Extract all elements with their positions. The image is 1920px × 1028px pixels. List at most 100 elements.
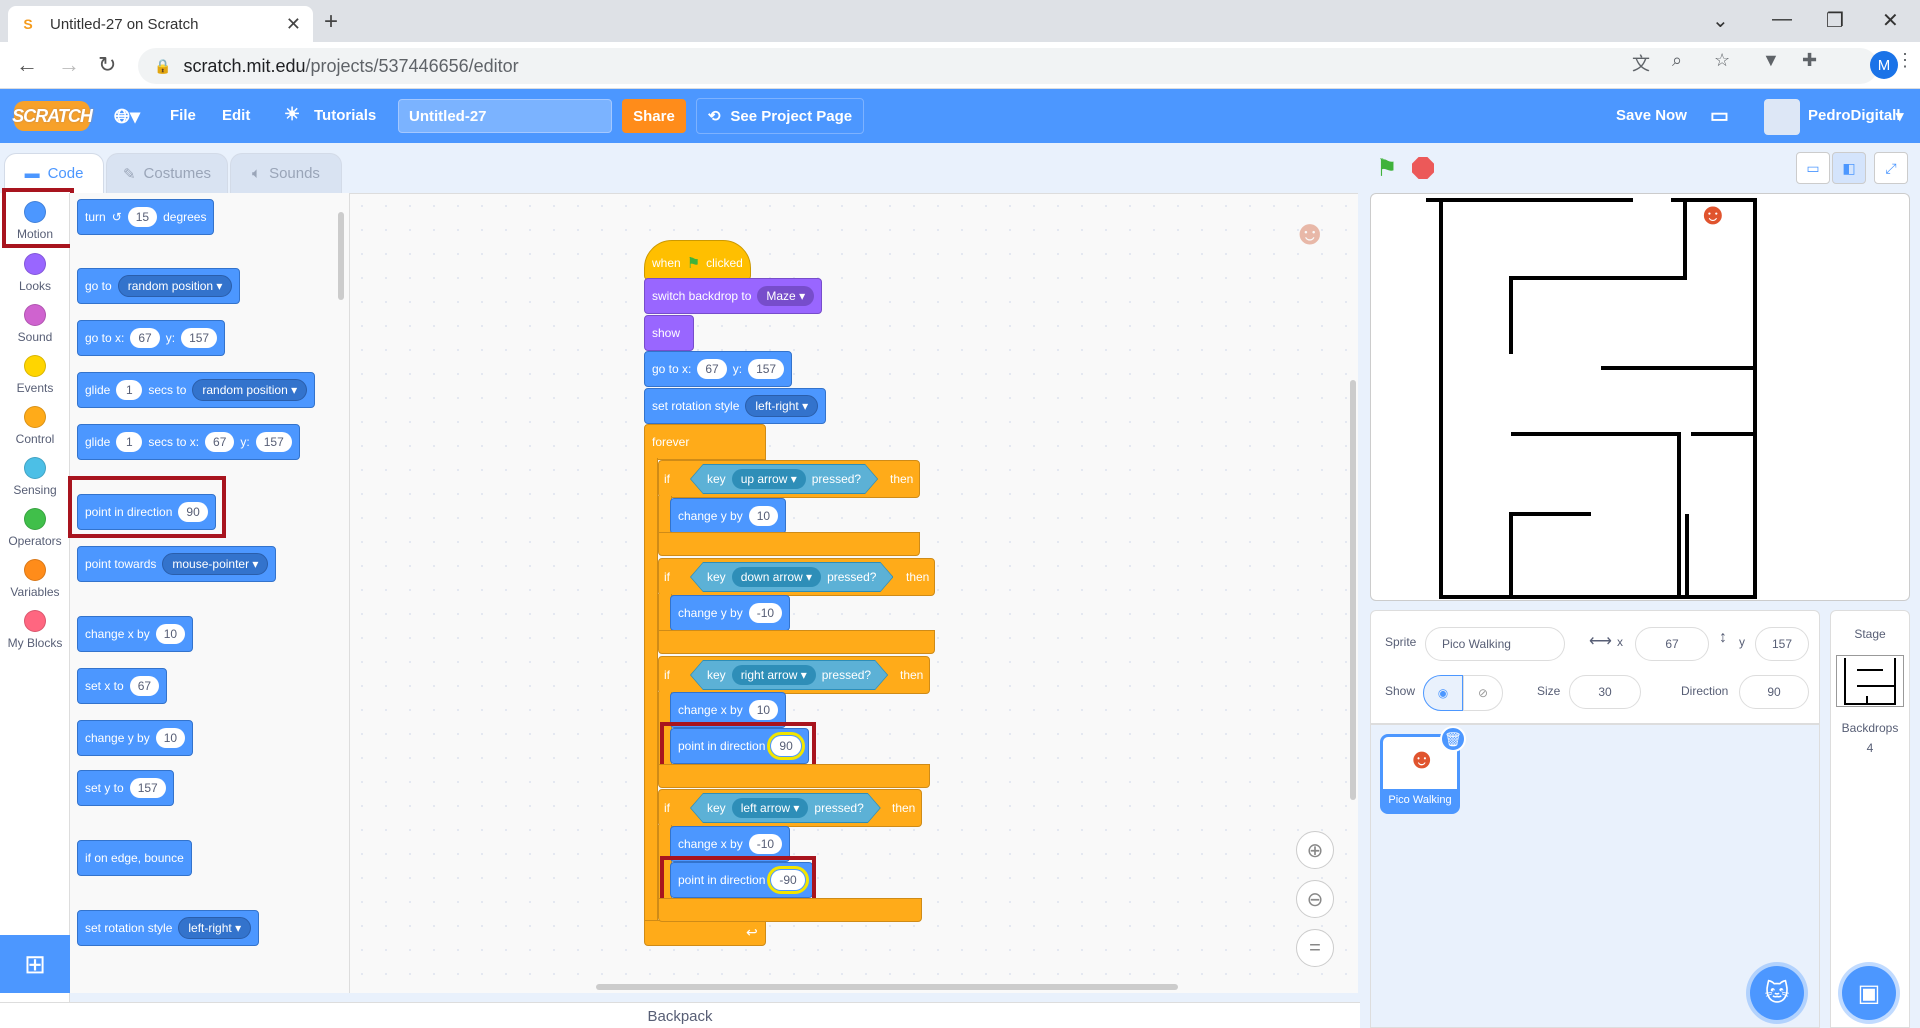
- small-stage-button[interactable]: ▭: [1796, 152, 1830, 184]
- direction-input[interactable]: 90: [767, 732, 805, 760]
- sprite-x-field[interactable]: 67: [1635, 627, 1709, 661]
- save-now-button[interactable]: Save Now: [1616, 107, 1687, 124]
- tab-search-icon[interactable]: ⌄: [1712, 10, 1729, 32]
- window-close-icon[interactable]: ✕: [1882, 10, 1899, 32]
- browser-menu-icon[interactable]: ⋮: [1896, 50, 1914, 70]
- change-y-input[interactable]: -10: [748, 603, 783, 623]
- zoom-icon[interactable]: ⌕: [1672, 50, 1683, 70]
- glide-secs-input[interactable]: 1: [116, 380, 143, 400]
- minimize-icon[interactable]: —: [1772, 8, 1792, 30]
- new-tab-icon[interactable]: +: [324, 8, 339, 35]
- script-go-to-xy-block[interactable]: go to x: 67 y: 157: [644, 351, 793, 387]
- size-field[interactable]: 30: [1569, 675, 1641, 709]
- share-button[interactable]: Share: [622, 99, 686, 133]
- change-y-up-block[interactable]: change y by 10: [670, 498, 787, 534]
- key-pressed-sensing[interactable]: key left arrow ▾ pressed?: [690, 793, 881, 823]
- tutorials-menu[interactable]: Tutorials: [314, 107, 377, 124]
- sprite-tile-pico[interactable]: ☻ Pico Walking: [1380, 734, 1460, 814]
- fullscreen-button[interactable]: ⤢: [1874, 152, 1908, 184]
- tab-code[interactable]: ▬Code: [4, 153, 104, 193]
- stop-sign-icon[interactable]: [1412, 157, 1434, 179]
- go-to-dropdown[interactable]: random position ▾: [117, 275, 233, 297]
- bounce-block[interactable]: if on edge, bounce: [77, 840, 192, 876]
- backpack[interactable]: Backpack: [0, 1002, 1360, 1028]
- extension-icon[interactable]: ▼: [1762, 50, 1780, 70]
- direction-input[interactable]: 90: [178, 502, 208, 522]
- user-avatar[interactable]: [1764, 99, 1800, 135]
- key-dropdown[interactable]: down arrow ▾: [732, 567, 821, 587]
- category-sound[interactable]: Sound: [0, 304, 70, 344]
- set-x-block[interactable]: set x to 67: [77, 668, 168, 704]
- tab-costumes[interactable]: ✎Costumes: [106, 153, 228, 193]
- category-control[interactable]: Control: [0, 406, 70, 446]
- forward-icon[interactable]: →: [58, 52, 80, 77]
- workspace-vertical-scrollbar[interactable]: [1350, 380, 1356, 800]
- stage-canvas[interactable]: ☻: [1370, 193, 1910, 601]
- tab-sounds[interactable]: 🔈︎Sounds: [230, 153, 342, 193]
- key-pressed-sensing[interactable]: key up arrow ▾ pressed?: [690, 464, 878, 494]
- switch-backdrop-block[interactable]: switch backdrop to Maze ▾: [644, 278, 823, 314]
- key-dropdown[interactable]: left arrow ▾: [732, 798, 809, 818]
- y-input[interactable]: 157: [748, 359, 785, 379]
- stage-selector-panel[interactable]: Stage Backdrops 4: [1830, 610, 1910, 1028]
- y-input[interactable]: 157: [181, 328, 218, 348]
- maximize-icon[interactable]: ❐: [1826, 10, 1844, 32]
- rotation-style-dropdown[interactable]: left-right ▾: [178, 917, 252, 939]
- x-input[interactable]: 67: [205, 432, 235, 452]
- zoom-reset-button[interactable]: =: [1296, 929, 1334, 967]
- forever-block[interactable]: [644, 424, 766, 460]
- direction-input[interactable]: -90: [767, 866, 809, 894]
- set-y-input[interactable]: 157: [129, 778, 166, 798]
- go-to-block[interactable]: go to random position ▾: [77, 268, 241, 304]
- key-pressed-sensing[interactable]: key down arrow ▾ pressed?: [690, 562, 893, 592]
- x-input[interactable]: 67: [697, 359, 727, 379]
- change-y-down-block[interactable]: change y by -10: [670, 595, 791, 631]
- point-direction-right-block[interactable]: point in direction 90: [670, 728, 809, 764]
- direction-field[interactable]: 90: [1739, 675, 1809, 709]
- tab-close-icon[interactable]: ✕: [285, 13, 301, 34]
- language-globe-icon[interactable]: 🌐︎▾: [114, 106, 141, 128]
- x-input[interactable]: 67: [130, 328, 160, 348]
- category-operators[interactable]: Operators: [0, 508, 70, 548]
- change-x-block[interactable]: change x by 10: [77, 616, 194, 652]
- change-x-input[interactable]: -10: [748, 834, 783, 854]
- bookmark-star-icon[interactable]: ☆: [1714, 50, 1731, 70]
- set-rotation-style-block[interactable]: set rotation style left-right ▾: [77, 910, 260, 946]
- url-field[interactable]: 🔒 scratch.mit.edu/projects/537446656/edi…: [138, 48, 1878, 84]
- rotation-style-dropdown[interactable]: left-right ▾: [745, 395, 819, 417]
- pico-sprite-icon[interactable]: ☻: [1697, 198, 1729, 231]
- point-towards-block[interactable]: point towards mouse-pointer ▾: [77, 546, 277, 582]
- add-extension-button[interactable]: ⊞: [0, 935, 70, 993]
- username-menu[interactable]: PedroDigitall: [1808, 107, 1901, 124]
- change-x-input[interactable]: 10: [748, 700, 779, 720]
- show-visible-button[interactable]: ◉: [1423, 675, 1463, 711]
- change-y-block[interactable]: change y by 10: [77, 720, 194, 756]
- large-stage-button[interactable]: ◧: [1832, 152, 1866, 184]
- point-direction-left-block[interactable]: point in direction -90: [670, 862, 813, 898]
- when-flag-clicked-block[interactable]: when ⚑ clicked: [644, 240, 751, 280]
- change-x-input[interactable]: 10: [155, 624, 186, 644]
- show-hidden-button[interactable]: ⊘: [1463, 675, 1503, 711]
- set-x-input[interactable]: 67: [129, 676, 160, 696]
- backdrop-dropdown[interactable]: Maze ▾: [757, 286, 815, 306]
- category-events[interactable]: Events: [0, 355, 70, 395]
- zoom-in-button[interactable]: ⊕: [1296, 831, 1334, 869]
- choose-sprite-button[interactable]: 🐱︎: [1750, 966, 1804, 1020]
- project-title-input[interactable]: [398, 99, 612, 133]
- category-motion[interactable]: Motion: [0, 201, 70, 241]
- set-y-block[interactable]: set y to 157: [77, 770, 174, 806]
- puzzle-icon[interactable]: ✚: [1802, 50, 1818, 70]
- glide-target-dropdown[interactable]: random position ▾: [192, 379, 308, 401]
- my-stuff-folder-icon[interactable]: ▭: [1710, 105, 1729, 127]
- category-my-blocks[interactable]: My Blocks: [0, 610, 70, 650]
- key-dropdown[interactable]: up arrow ▾: [732, 469, 806, 489]
- glide-to-xy-block[interactable]: glide 1 secs to x: 67 y: 157: [77, 424, 300, 460]
- back-icon[interactable]: ←: [16, 52, 38, 77]
- change-y-input[interactable]: 10: [748, 506, 779, 526]
- browser-tab[interactable]: S Untitled-27 on Scratch ✕: [8, 6, 313, 42]
- change-y-input[interactable]: 10: [155, 728, 186, 748]
- zoom-out-button[interactable]: ⊖: [1296, 880, 1334, 918]
- show-block[interactable]: show: [644, 315, 694, 351]
- point-in-direction-block[interactable]: point in direction 90: [77, 494, 216, 530]
- y-input[interactable]: 157: [255, 432, 292, 452]
